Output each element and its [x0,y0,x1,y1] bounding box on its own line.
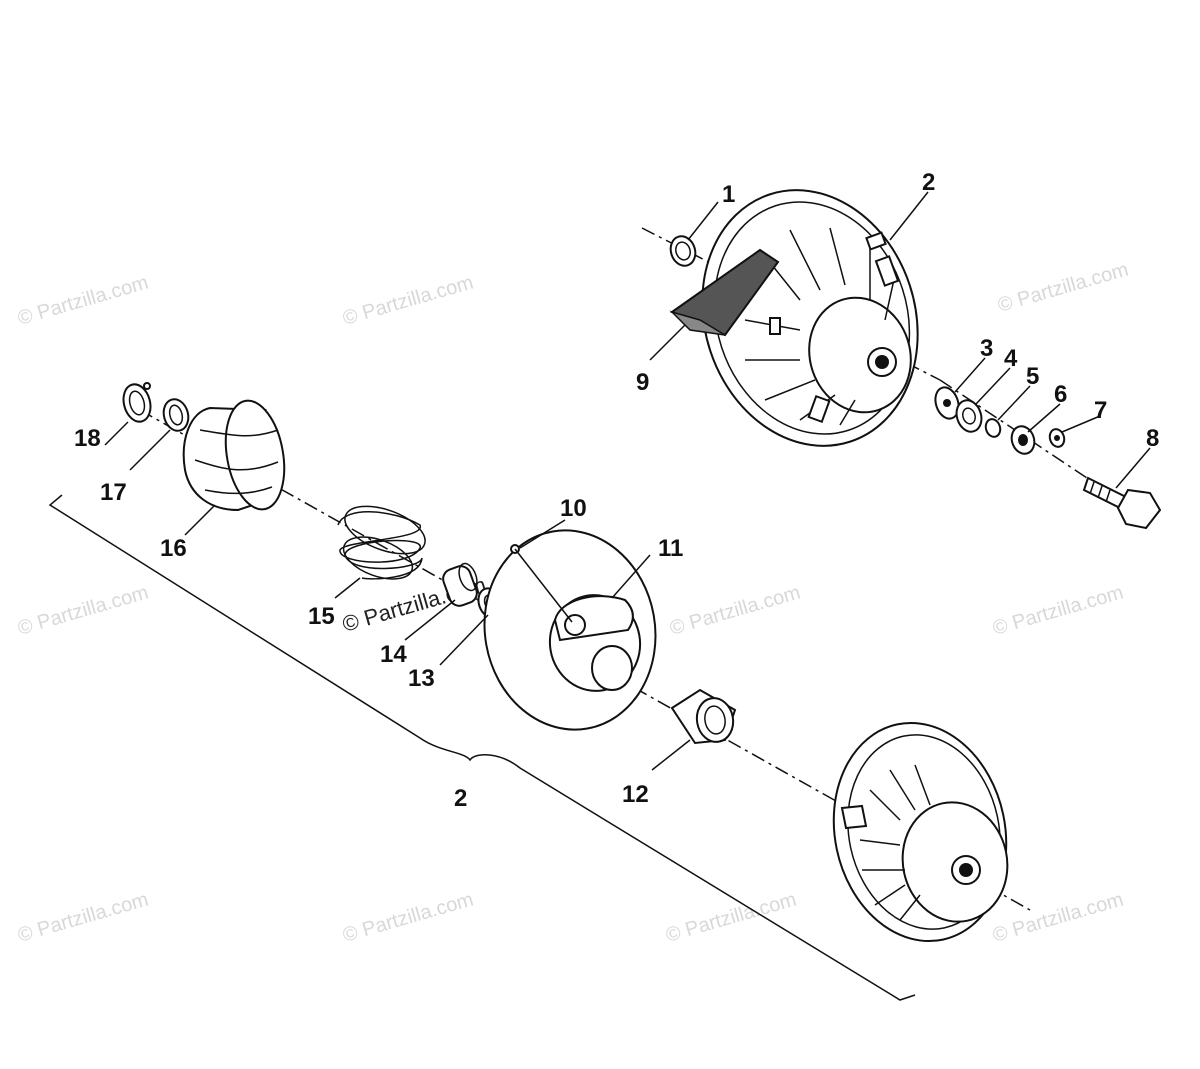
belt-segment-9 [669,248,780,337]
callout-13: 13 [408,665,435,692]
callout-11: 11 [658,535,683,562]
washer-1 [669,235,697,267]
callout-9: 9 [636,369,649,396]
callout-4: 4 [1004,345,1018,372]
callout-1: 1 [722,181,735,208]
washer-17 [162,398,190,432]
callout-7: 7 [1094,397,1107,424]
callout-10: 10 [560,495,587,522]
callouts: 1 2 3 4 5 6 7 8 9 10 11 12 13 14 15 16 1… [74,169,1159,812]
watermark: © Partzilla.com [990,582,1126,640]
watermark: © Partzilla.com [15,582,151,640]
callout-12: 12 [622,781,649,808]
washer-3 [934,386,960,420]
snap-ring-18 [122,382,152,423]
callout-6: 6 [1054,381,1067,408]
callout-17: 17 [100,479,127,506]
bolt-8 [1082,476,1162,530]
watermark: © Partzilla.com [15,889,151,947]
callout-16: 16 [160,535,187,562]
callout-2: 2 [922,169,935,196]
screw-10 [510,544,573,623]
callout-18: 18 [74,425,101,452]
watermark: © Partzilla.com [340,272,476,330]
callout-3: 3 [980,335,993,362]
callout-8: 8 [1146,425,1159,452]
watermark: © Partzilla.com [990,889,1126,947]
roller-12 [670,688,737,745]
assembly-bracket [48,494,916,1001]
washer-6 [1010,425,1036,455]
moveable-sheave [483,529,657,731]
watermark: © Partzilla.com [995,259,1131,317]
washer-4 [955,399,983,433]
callout-14: 14 [380,641,407,668]
watermark: © Partzilla.com [667,582,803,640]
callout-5: 5 [1026,363,1039,390]
lock-washer-7 [1048,428,1066,448]
lock-washer-5 [984,418,1002,438]
cam-16 [182,399,286,512]
leader-lines [104,191,1151,771]
bushing-14 [442,562,478,607]
spring-15 [337,505,426,580]
callout-2-assembly: 2 [454,785,467,812]
watermark: © Partzilla.com [15,272,151,330]
callout-15: 15 [308,603,335,630]
watermark: © Partzilla.com [340,889,476,947]
fixed-sheave [832,721,1009,943]
